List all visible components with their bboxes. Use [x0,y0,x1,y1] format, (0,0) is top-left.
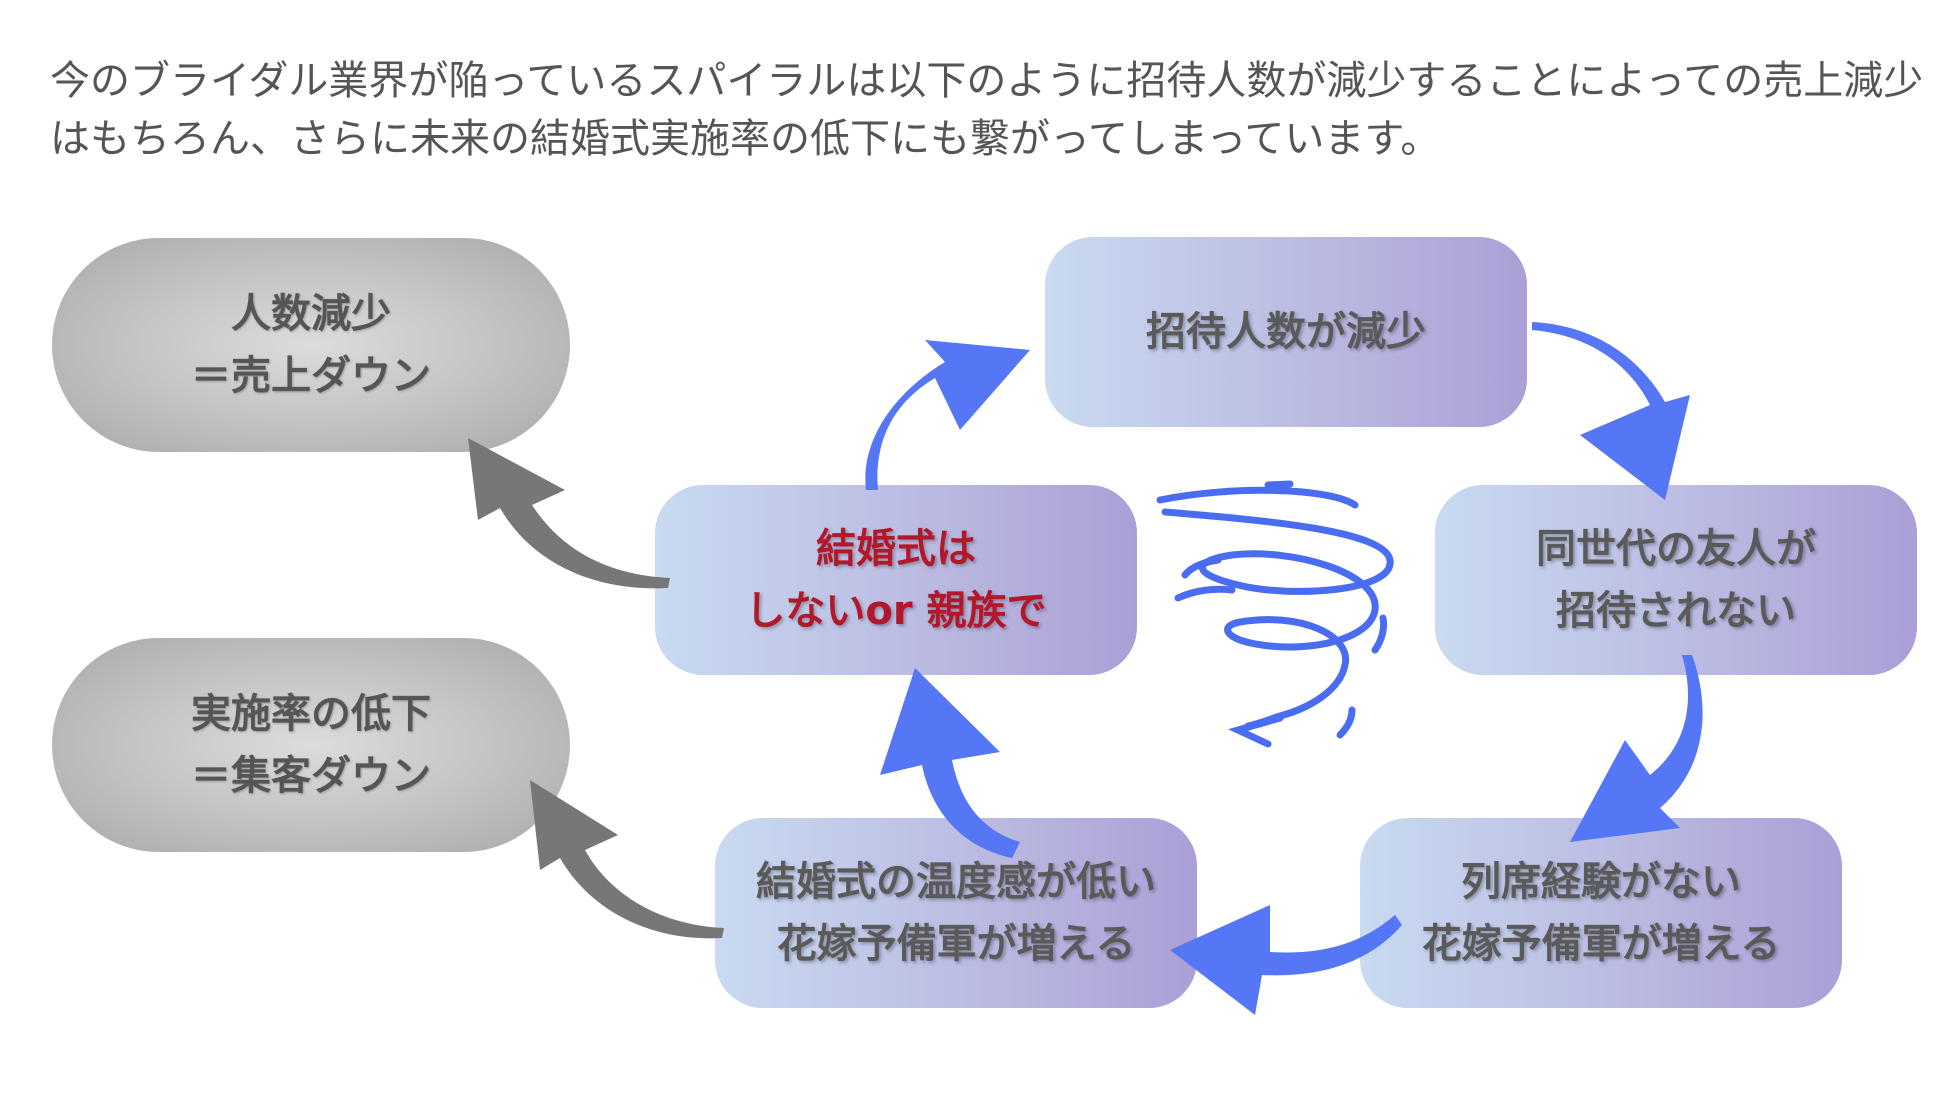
cycle-box-friends-not-invited: 同世代の友人が 招待されない [1435,485,1917,675]
arrow-to-invite-icon [865,340,1030,490]
outcome-sales-down: 人数減少 ＝売上ダウン [52,238,570,452]
cycle-decision-line2: しないor 親族で [745,588,1047,634]
arrow-to-rate-down-icon [530,780,724,939]
arrow-to-friends-icon [1532,322,1690,500]
outcome-rate-down: 実施率の低下 ＝集客ダウン [52,638,570,852]
cycle-box-invite-decrease: 招待人数が減少 [1045,237,1527,427]
cycle-temperature-line1: 結婚式の温度感が低い [756,859,1156,905]
outcome-arrows [468,438,724,939]
intro-text: 今のブライダル業界が陥っているスパイラルは以下のように招待人数が減少することによ… [50,52,1924,168]
arrow-to-decision-icon [880,668,1020,858]
cycle-box-no-attendance: 列席経験がない 花嫁予備軍が増える [1360,818,1842,1008]
outcome-rate-line1: 実施率の低下 [191,691,431,737]
cycle-invite-line1: 招待人数が減少 [1146,309,1426,355]
cycle-attend-line1: 列席経験がない [1461,859,1741,905]
intro-line-2: はもちろん、さらに未来の結婚式実施率の低下にも繋がってしまっています。 [50,116,1441,162]
cycle-arrows [865,322,1703,1015]
arrow-to-attend-icon [1570,655,1703,842]
arrow-to-sales-down-icon [468,438,670,589]
spiral-icon [1156,480,1394,748]
intro-line-1: 今のブライダル業界が陥っているスパイラルは以下のように招待人数が減少することによ… [50,58,1924,104]
cycle-box-low-temperature: 結婚式の温度感が低い 花嫁予備軍が増える [715,818,1197,1008]
cycle-friends-line1: 同世代の友人が [1536,526,1816,572]
arrow-to-temperature-icon [1170,905,1402,1015]
cycle-decision-line1: 結婚式は [816,526,976,572]
cycle-attend-line2: 花嫁予備軍が増える [1421,921,1781,967]
outcome-sales-line2: ＝売上ダウン [191,353,431,399]
cycle-box-no-wedding: 結婚式は しないor 親族で [655,485,1137,675]
cycle-temperature-line2: 花嫁予備軍が増える [776,921,1136,967]
outcome-sales-line1: 人数減少 [231,291,391,337]
cycle-friends-line2: 招待されない [1556,588,1796,634]
outcome-rate-line2: ＝集客ダウン [191,753,431,799]
